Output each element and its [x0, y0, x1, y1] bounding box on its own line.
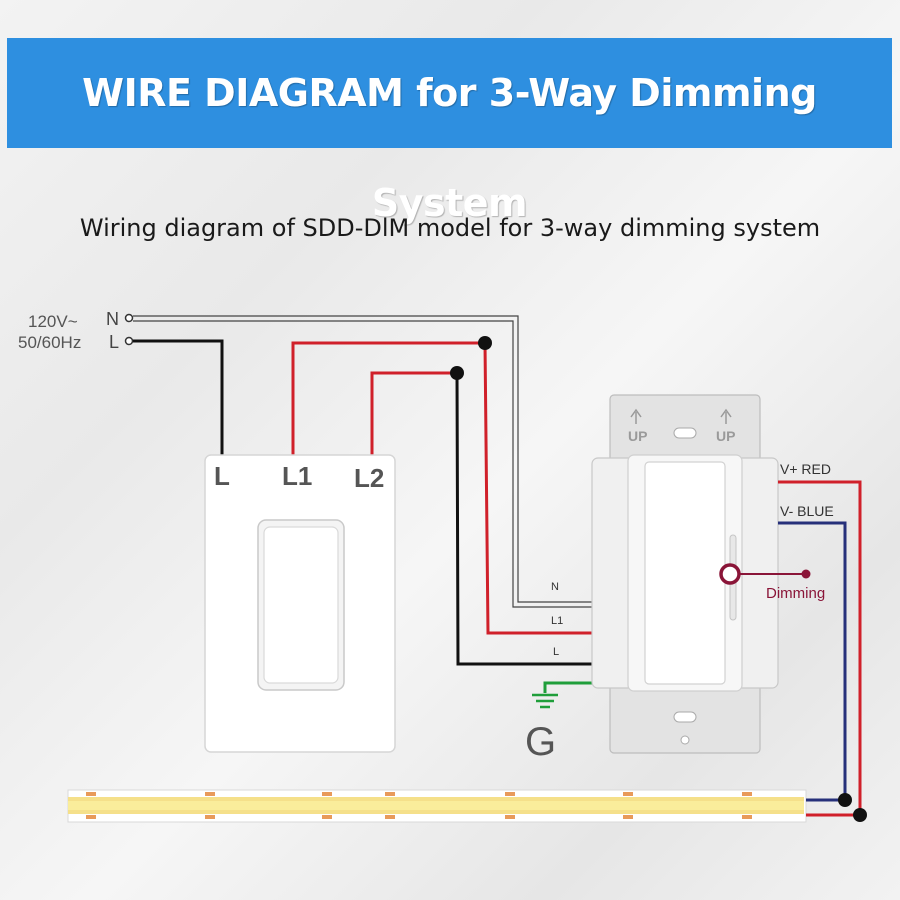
strap-slot-bottom [673, 711, 697, 723]
dimmer-terminal-n: N [551, 581, 559, 593]
strip-red-junction-dot [853, 808, 867, 822]
dimmer-paddle [644, 461, 726, 685]
switch-terminal-l1: L1 [282, 461, 312, 491]
led-strip [67, 789, 807, 823]
switch-terminal-l2: L2 [354, 463, 384, 493]
dimmer-terminal-l: L [553, 646, 559, 658]
diagram-subtitle: Wiring diagram of SDD-DlM model for 3-wa… [79, 214, 821, 242]
dimming-label: Dimming [766, 585, 825, 602]
ground-wire [532, 681, 600, 709]
output-negative-label: V- BLUE [780, 503, 834, 519]
l-line-wire-dimmer [455, 372, 600, 666]
dimmer-unit [591, 394, 779, 754]
strap-slot-top [673, 427, 697, 439]
ground-label: G [525, 720, 556, 764]
supply-voltage-label: 120V~ [28, 312, 78, 331]
neutral-wire [133, 315, 600, 608]
strip-blue-junction-dot [838, 793, 852, 807]
supply-frequency-label: 50/60Hz [18, 333, 81, 352]
dimming-pointer-dot [801, 569, 811, 579]
l1-junction-dot [478, 336, 492, 350]
output-blue-wire [778, 521, 847, 800]
neutral-terminal-point [124, 313, 134, 323]
banner-title: WIRE DIAGRAM for 3-Way Dimming System [82, 71, 817, 225]
output-red-wire [778, 480, 862, 815]
led-solder-pads [86, 792, 752, 819]
dimmer-up-label-right: UP [716, 428, 735, 444]
dimmer-terminal-l1: L1 [551, 615, 563, 627]
three-way-switch [204, 454, 396, 753]
up-arrow-icon-left [630, 408, 642, 418]
dimming-knob-icon [719, 563, 741, 585]
up-arrow-icon-right [720, 408, 732, 418]
supply-line-label: L [109, 332, 119, 352]
switch-rocker [263, 526, 339, 684]
supply-neutral-label: N [106, 309, 119, 329]
strap-screw-hole [680, 735, 690, 745]
l2-junction-dot [450, 366, 464, 380]
line-wire-supply [133, 339, 224, 455]
l2-traveler-wire [370, 371, 457, 455]
output-positive-label: V+ RED [780, 461, 831, 477]
switch-terminal-l: L [214, 461, 230, 491]
dimmer-up-label-left: UP [628, 428, 647, 444]
line-terminal-point [124, 336, 134, 346]
title-banner: WIRE DIAGRAM for 3-Way Dimming System [7, 38, 892, 225]
